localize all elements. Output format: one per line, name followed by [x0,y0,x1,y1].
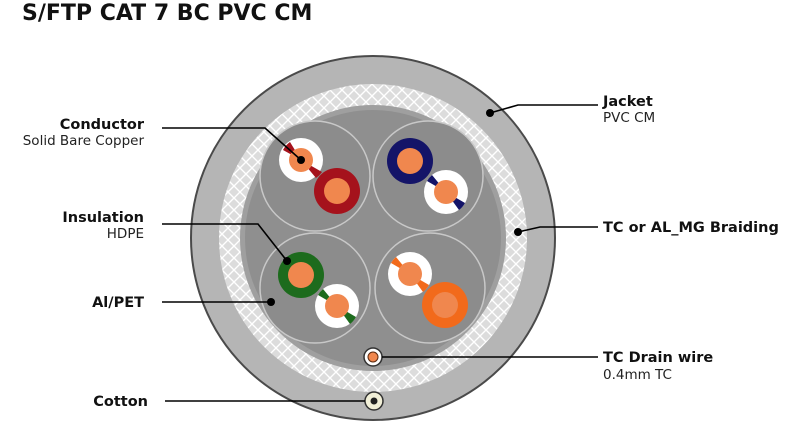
wire-pair-orange [388,252,468,328]
pair-shield-blue [372,120,484,232]
wire-pair-blue [387,138,468,214]
label-insulation: Insulation [62,210,144,226]
drain-wire [363,347,383,367]
label-drain-wire-detail: 0.4mm TC [603,367,672,383]
label-insulation-detail: HDPE [107,226,144,242]
cotton-filler [364,391,384,411]
label-conductor-detail: Solid Bare Copper [23,133,145,149]
label-conductor: Conductor [60,117,145,133]
wire-pair-brown [279,138,360,214]
label-drain-wire: TC Drain wire [603,350,713,366]
label-jacket: Jacket [602,94,653,110]
leader-lines [162,104,598,402]
label-cotton: Cotton [93,394,148,410]
label-jacket-detail: PVC CM [603,110,655,126]
diagram-title: S/FTP CAT 7 BC PVC CM [22,1,312,26]
label-braiding: TC or AL_MG Braiding [603,220,779,236]
label-foil: Al/PET [92,295,144,311]
